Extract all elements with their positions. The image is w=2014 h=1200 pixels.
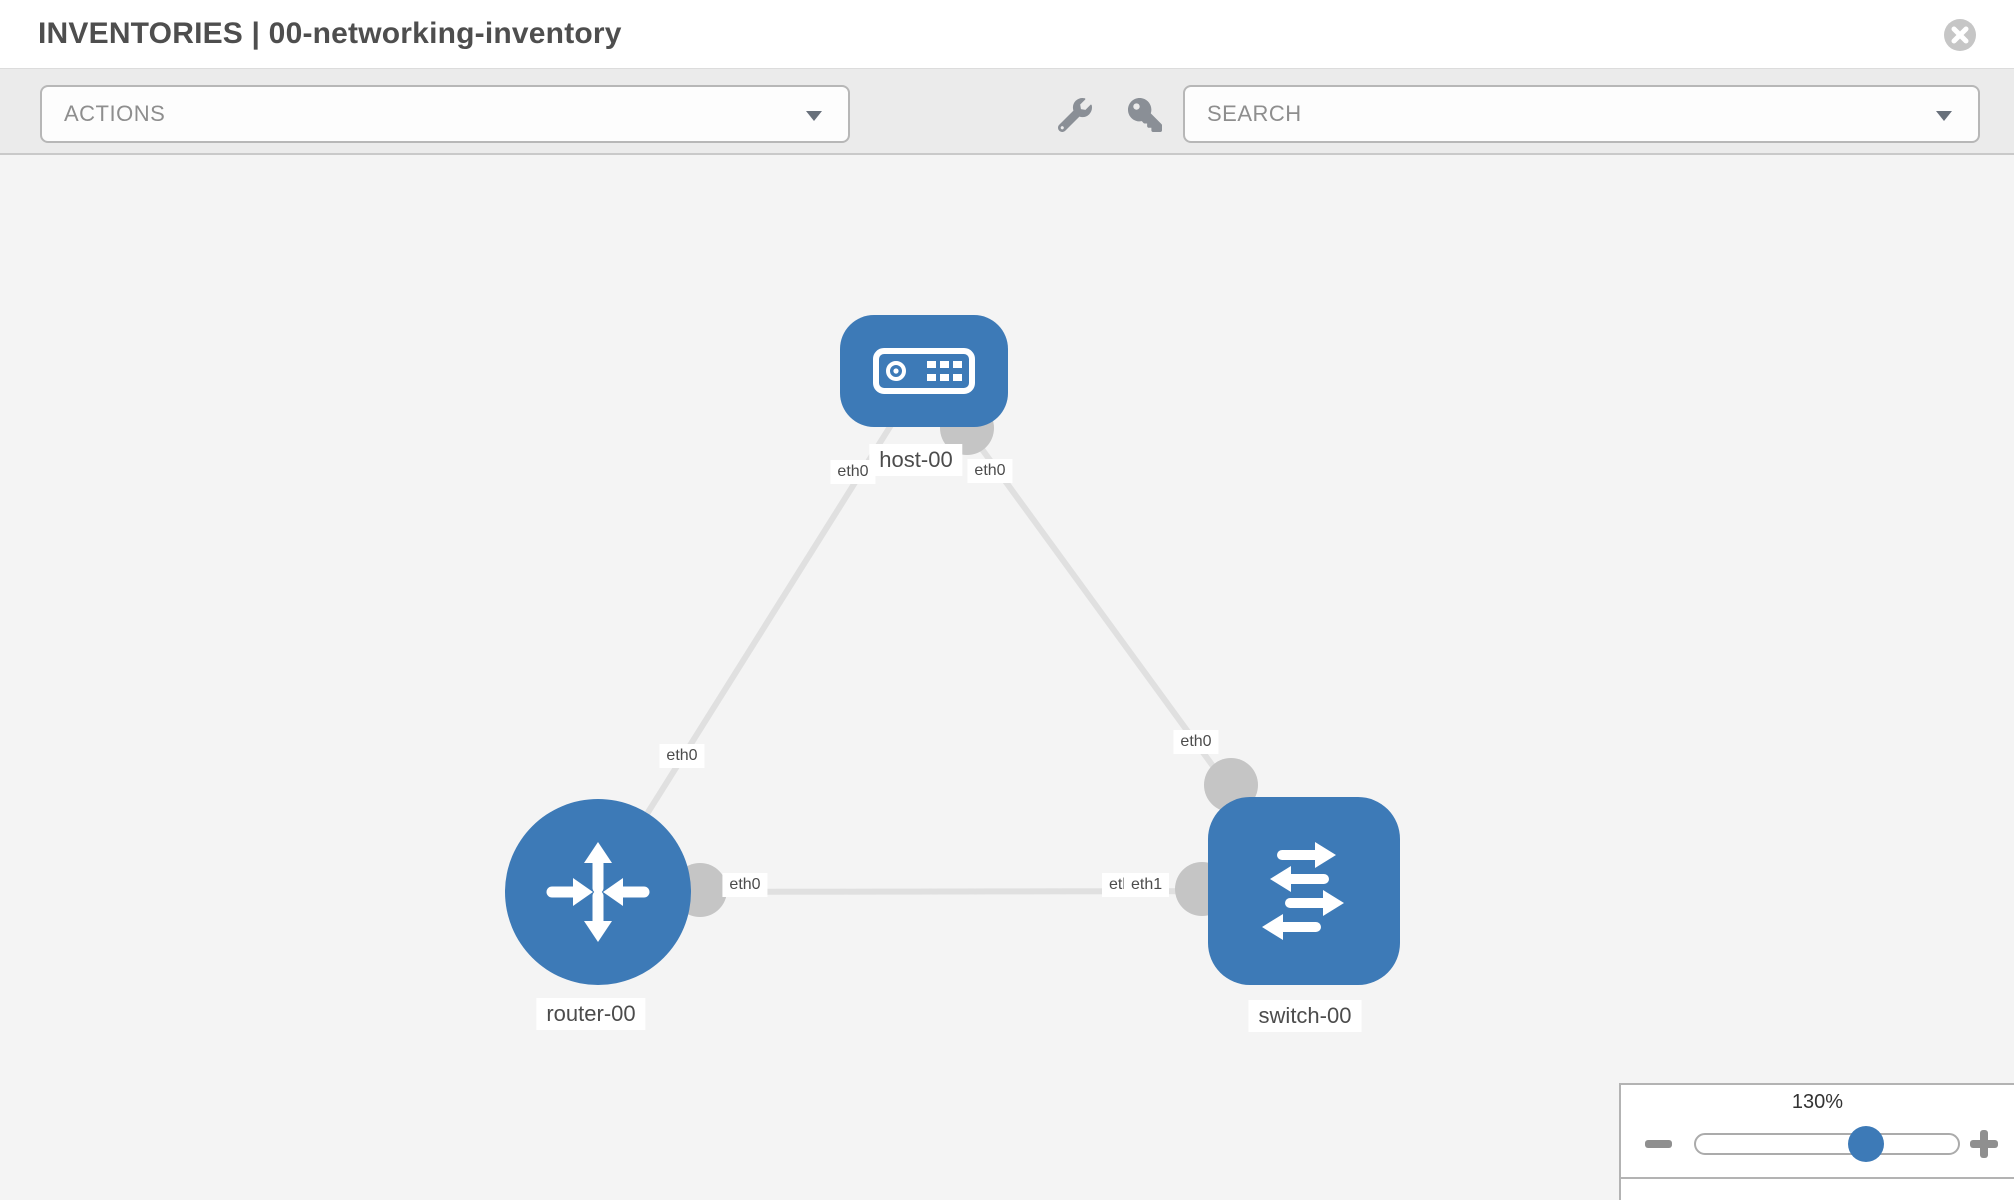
key-icon: [1128, 98, 1162, 132]
panel-header: INVENTORIES | 00-networking-inventory: [0, 0, 2014, 68]
configure-button[interactable]: [1057, 98, 1092, 133]
zoom-control-panel: 130%: [1619, 1083, 2014, 1200]
node-router-00[interactable]: [505, 799, 691, 985]
credentials-button[interactable]: [1128, 98, 1162, 132]
node-switch-00[interactable]: [1208, 797, 1400, 985]
interface-label: eth0: [659, 744, 705, 768]
host-icon: [873, 348, 975, 394]
page-title: INVENTORIES | 00-networking-inventory: [38, 17, 622, 50]
node-host-00[interactable]: [840, 315, 1008, 427]
interface-label: eth0: [967, 459, 1013, 483]
zoom-slider[interactable]: [1694, 1126, 1960, 1162]
node-label-switch: switch-00: [1248, 1000, 1362, 1032]
interface-label-overlap-group: eth0 eth1: [1102, 873, 1172, 899]
router-icon: [546, 842, 650, 942]
interface-label: eth0: [1173, 730, 1219, 754]
search-placeholder: SEARCH: [1207, 101, 1302, 126]
toolbar: ACTIONS SEARCH: [0, 68, 2014, 155]
wrench-icon: [1057, 98, 1092, 133]
actions-dropdown[interactable]: ACTIONS: [40, 85, 850, 143]
links-layer: [595, 369, 1307, 917]
chevron-down-icon: [806, 111, 822, 121]
zoom-panel-divider: [1621, 1177, 2014, 1179]
search-dropdown[interactable]: SEARCH: [1183, 85, 1980, 143]
zoom-out-button[interactable]: [1645, 1140, 1672, 1148]
zoom-level-value: 130%: [1791, 1091, 1844, 1113]
zoom-slider-thumb[interactable]: [1848, 1126, 1884, 1162]
node-label-host: host-00: [869, 444, 963, 476]
chevron-down-icon: [1936, 111, 1952, 121]
close-button[interactable]: [1944, 19, 1976, 51]
interface-label: eth0: [830, 460, 876, 484]
close-icon: [1951, 26, 1969, 44]
node-label-router: router-00: [536, 998, 646, 1030]
switch-icon: [1262, 842, 1344, 940]
topology-canvas[interactable]: host-00 router-00 switch-00 eth0 eth0 et…: [0, 155, 2014, 1200]
interface-label: eth0: [722, 873, 768, 897]
interface-label: eth1: [1124, 873, 1170, 897]
actions-dropdown-label: ACTIONS: [64, 101, 166, 126]
plus-icon: [1980, 1130, 1988, 1158]
zoom-in-button[interactable]: [1970, 1130, 1998, 1158]
